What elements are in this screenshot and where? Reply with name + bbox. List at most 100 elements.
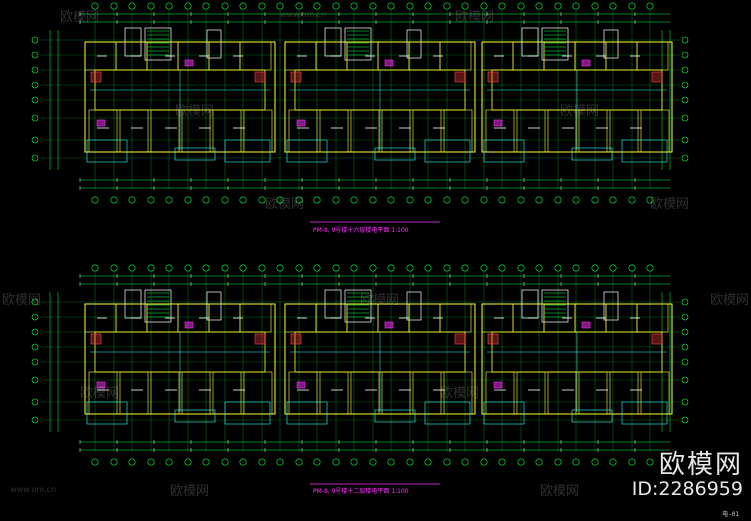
watermark-brand: 欧模网 (80, 386, 120, 401)
equipment (581, 59, 591, 67)
axis-bubble (276, 2, 284, 10)
room-wall (150, 371, 180, 415)
balcony (86, 401, 128, 425)
axis-bubble (591, 458, 599, 466)
axis-bubble (609, 264, 617, 272)
watermark-brand: 欧模网 (540, 484, 580, 499)
room-wall (578, 371, 608, 415)
axis-bubble (258, 2, 266, 10)
balcony (424, 401, 471, 425)
watermark-site: www.om.cn (10, 485, 57, 494)
axis-bubble (406, 196, 414, 204)
stair-core (344, 27, 372, 61)
balcony (224, 139, 271, 163)
floor-plan-top (31, 2, 689, 223)
balcony (621, 139, 668, 163)
axis-bubble (147, 264, 155, 272)
axis-bubble (461, 196, 469, 204)
axis-bubble (646, 2, 654, 10)
axis-bubble (681, 416, 689, 424)
axis-bubble (480, 264, 488, 272)
axis-bubble (258, 196, 266, 204)
stair-core (541, 289, 569, 323)
axis-bubble (332, 2, 340, 10)
balcony (621, 401, 668, 425)
axis-bubble (31, 96, 39, 104)
axis-bubble (128, 196, 136, 204)
axis-bubble (202, 458, 210, 466)
stair-core (344, 289, 372, 323)
axis-bubble (591, 2, 599, 10)
balcony (174, 409, 216, 423)
room-wall (547, 109, 577, 153)
equipment (96, 119, 106, 127)
room-wall (288, 371, 318, 415)
axis-bubble (295, 458, 303, 466)
axis-bubble (313, 2, 321, 10)
elevator-core (206, 29, 222, 59)
axis-bubble (681, 298, 689, 306)
room-wall (181, 109, 211, 153)
axis-bubble (165, 2, 173, 10)
watermark-brand: 欧模网 (455, 10, 495, 25)
room-wall (119, 371, 149, 415)
axis-bubble (276, 458, 284, 466)
room-wall (381, 371, 411, 415)
room-wall (640, 371, 670, 415)
room-wall (609, 109, 639, 153)
axis-bubble (535, 2, 543, 10)
axis-bubble (239, 2, 247, 10)
axis-bubble (591, 196, 599, 204)
axis-bubble (609, 196, 617, 204)
axis-bubble (681, 343, 689, 351)
panel-box (290, 71, 302, 83)
axis-bubble (165, 196, 173, 204)
room-wall (239, 303, 272, 333)
axis-bubble (332, 264, 340, 272)
axis-bubble (184, 458, 192, 466)
axis-bubble (31, 81, 39, 89)
elevator-core (603, 29, 619, 59)
elevator-core (603, 291, 619, 321)
axis-bubble (572, 458, 580, 466)
axis-bubble (387, 2, 395, 10)
axis-bubble (332, 196, 340, 204)
room-wall (547, 371, 577, 415)
axis-bubble (31, 298, 39, 306)
room-wall (212, 109, 242, 153)
axis-bubble (202, 264, 210, 272)
equipment (384, 321, 394, 329)
balcony (374, 147, 416, 161)
watermark-brand: 欧模网 (2, 293, 42, 308)
axis-bubble (91, 2, 99, 10)
axis-bubble (517, 2, 525, 10)
axis-bubble (424, 196, 432, 204)
axis-bubble (387, 264, 395, 272)
axis-bubble (443, 264, 451, 272)
panel-box (487, 333, 499, 345)
drawing-title-bottom: PM-8, 9号楼十二层楼电平面 1:100 (313, 488, 409, 495)
axis-bubble (480, 458, 488, 466)
axis-bubble (147, 458, 155, 466)
elevator-core (406, 291, 422, 321)
room-wall (212, 371, 242, 415)
room-wall (350, 109, 380, 153)
axis-bubble (628, 2, 636, 10)
balcony (286, 401, 328, 425)
axis-bubble (128, 2, 136, 10)
equipment (296, 119, 306, 127)
watermark-brand: 欧模网 (265, 197, 305, 212)
axis-bubble (258, 264, 266, 272)
axis-bubble (184, 264, 192, 272)
room-wall (485, 371, 515, 415)
axis-bubble (406, 2, 414, 10)
axis-bubble (369, 2, 377, 10)
axis-bubble (31, 313, 39, 321)
axis-bubble (681, 358, 689, 366)
watermark-brand: 欧模网 (560, 104, 600, 119)
room-wall (578, 109, 608, 153)
axis-bubble (31, 36, 39, 44)
axis-bubble (110, 196, 118, 204)
axis-bubble (443, 196, 451, 204)
axis-bubble (110, 458, 118, 466)
